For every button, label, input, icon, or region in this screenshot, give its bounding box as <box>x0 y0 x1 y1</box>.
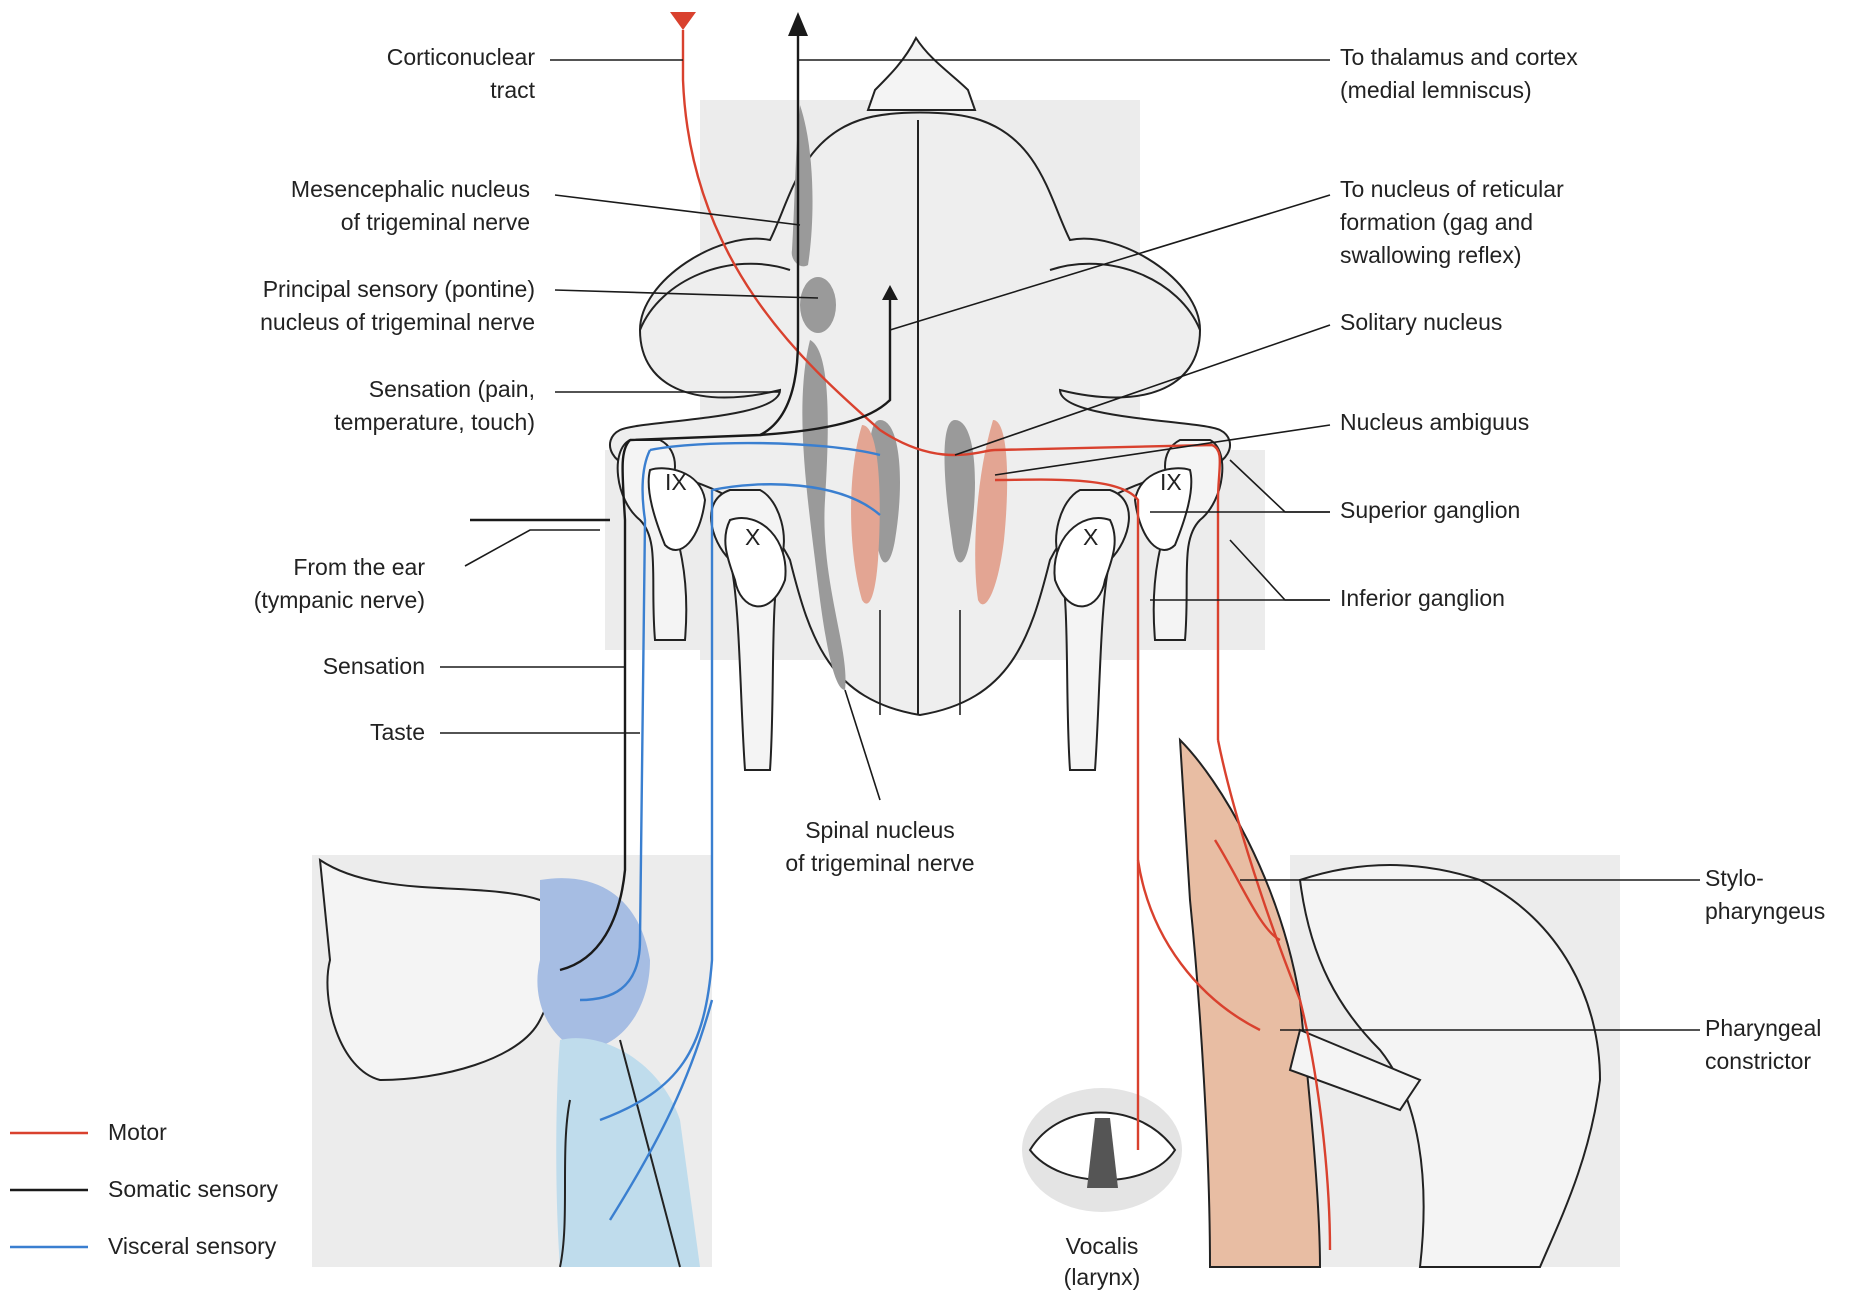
label-thalamus-line1: To thalamus and cortex <box>1340 44 1578 70</box>
label-spinal-nucleus: Spinal nucleus of trigeminal nerve <box>785 817 974 876</box>
mark-ix-left: IX <box>665 469 687 495</box>
label-taste: Taste <box>370 719 425 745</box>
label-principal-sensory-nucleus: Principal sensory (pontine) nucleus of t… <box>260 276 535 335</box>
label-sensation-pain-line2: temperature, touch) <box>334 409 535 435</box>
label-spinal-line2: of trigeminal nerve <box>785 850 974 876</box>
label-reticular-line1: To nucleus of reticular <box>1340 176 1564 202</box>
legend-visceral-label: Visceral sensory <box>108 1233 277 1259</box>
label-mesencephalic-line1: Mesencephalic nucleus <box>291 176 530 202</box>
label-stylopharyngeus-line2: pharyngeus <box>1705 898 1825 924</box>
corticonuclear-arrowhead <box>670 12 696 30</box>
legend-motor-label: Motor <box>108 1119 167 1145</box>
label-from-the-ear: From the ear (tympanic nerve) <box>254 554 426 613</box>
label-from-ear-line1: From the ear <box>293 554 425 580</box>
label-stylopharyngeus-line1: Stylo- <box>1705 865 1764 891</box>
label-reticular-line3: swallowing reflex) <box>1340 242 1522 268</box>
label-superior-ganglion: Superior ganglion <box>1340 497 1520 523</box>
larynx <box>1022 1088 1182 1212</box>
label-nucleus-ambiguus: Nucleus ambiguus <box>1340 409 1529 435</box>
label-sensation-pain-line1: Sensation (pain, <box>369 376 535 402</box>
principal-sensory-nucleus-shape <box>800 277 836 333</box>
legend: Motor Somatic sensory Visceral sensory <box>10 1119 279 1259</box>
mark-x-right: X <box>1083 524 1098 550</box>
label-corticonuclear-line2: tract <box>490 77 535 103</box>
label-reticular-formation: To nucleus of reticular formation (gag a… <box>1340 176 1564 268</box>
label-mesencephalic-nucleus: Mesencephalic nucleus of trigeminal nerv… <box>291 176 530 235</box>
mark-x-left: X <box>745 524 760 550</box>
label-corticonuclear-tract: Corticonuclear tract <box>387 44 536 103</box>
label-pharyngeal-line1: Pharyngeal <box>1705 1015 1821 1041</box>
legend-somatic-label: Somatic sensory <box>108 1176 279 1202</box>
label-pharyngeal-constrictor: Pharyngeal constrictor <box>1705 1015 1821 1074</box>
thalamus-arrowhead <box>788 12 808 36</box>
label-sensation-pain: Sensation (pain, temperature, touch) <box>334 376 535 435</box>
label-inferior-ganglion: Inferior ganglion <box>1340 585 1505 611</box>
label-vocalis-line2: (larynx) <box>1064 1264 1141 1290</box>
label-mesencephalic-line2: of trigeminal nerve <box>341 209 530 235</box>
mark-ix-right: IX <box>1160 469 1182 495</box>
label-pharyngeal-line2: constrictor <box>1705 1048 1811 1074</box>
label-corticonuclear-line1: Corticonuclear <box>387 44 536 70</box>
label-to-thalamus: To thalamus and cortex (medial lemniscus… <box>1340 44 1578 103</box>
label-stylopharyngeus: Stylo- pharyngeus <box>1705 865 1825 924</box>
label-reticular-line2: formation (gag and <box>1340 209 1533 235</box>
label-sensation: Sensation <box>323 653 425 679</box>
label-solitary-nucleus: Solitary nucleus <box>1340 309 1502 335</box>
label-spinal-line1: Spinal nucleus <box>805 817 955 843</box>
label-principal-line1: Principal sensory (pontine) <box>263 276 535 302</box>
label-principal-line2: nucleus of trigeminal nerve <box>260 309 535 335</box>
stylopharyngeus-muscle <box>1180 740 1320 1267</box>
label-vocalis-line1: Vocalis <box>1066 1233 1139 1259</box>
label-from-ear-line2: (tympanic nerve) <box>254 587 425 613</box>
label-vocalis: Vocalis (larynx) <box>1064 1233 1141 1290</box>
label-thalamus-line2: (medial lemniscus) <box>1340 77 1532 103</box>
